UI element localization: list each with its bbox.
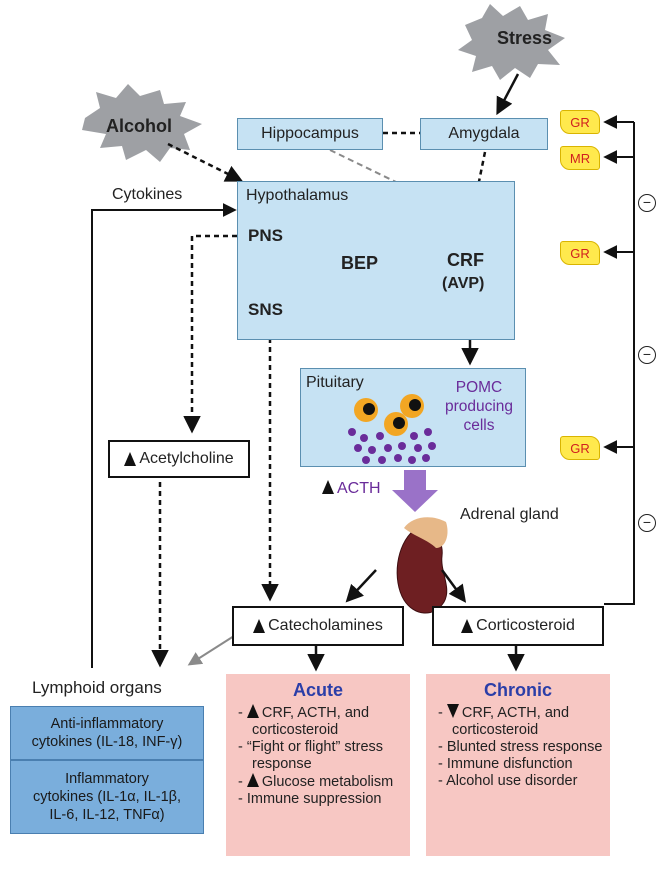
acute-item-2-text: “Fight or flight” stress response [246, 739, 384, 772]
anti-inflammatory-line-2: cytokines (IL-18, INF-γ) [31, 734, 183, 750]
arrow-adrenal-corticosteroid [440, 569, 467, 603]
alcohol-label: Alcohol [106, 116, 172, 136]
negative-feedback-sign-2: − [638, 346, 656, 364]
inflammatory-box: Inflammatory cytokines (IL-1α, IL-1β, IL… [10, 760, 204, 834]
arrow-catecholamines-lymphoid [187, 635, 235, 666]
hippocampus-label: Hippocampus [261, 125, 359, 142]
negative-feedback-sign-1: − [638, 194, 656, 212]
acute-item-1: - CRF, ACTH, and corticosteroid [238, 705, 370, 738]
feedback-line [604, 122, 635, 605]
corticosteroid-box: Corticosteroid [432, 606, 604, 646]
arrow-alcohol-hypothalamus [167, 142, 244, 182]
negative-feedback-sign-3: − [638, 514, 656, 532]
receptor-tag-gr-3: GR [560, 436, 600, 460]
corticosteroid-label: Corticosteroid [476, 617, 575, 634]
amygdala-box: Amygdala [420, 118, 548, 150]
receptor-tag-gr-1: GR [560, 110, 600, 134]
arrow-adrenal-catecholamines [345, 569, 377, 603]
pituitary-title: Pituitary [306, 374, 364, 391]
avp-label: (AVP) [442, 275, 485, 292]
acute-item-3: - Glucose metabolism [238, 774, 394, 790]
chronic-item-3: - Immune disfunction [438, 756, 573, 772]
anti-inflammatory-line-1: Anti-inflammatory [50, 716, 164, 732]
acth-text: ACTH [337, 480, 381, 497]
pomc-label: POMC producing cells [440, 378, 518, 435]
arrow-cytokines-hypothalamus [91, 203, 237, 668]
chronic-list: - CRF, ACTH, and corticosteroid - Blunte… [438, 704, 604, 790]
pomc-line-1: POMC [455, 379, 503, 396]
inflammatory-line-3: IL-6, IL-12, TNFα) [49, 807, 165, 823]
chronic-item-4: - Alcohol use disorder [438, 773, 578, 789]
receptor-tag-gr-2: GR [560, 241, 600, 265]
arrow-pns-acetylcholine [183, 234, 246, 434]
amygdala-label: Amygdala [448, 125, 520, 142]
chronic-item-1-text: CRF, ACTH, and corticosteroid [447, 705, 569, 738]
bep-label: BEP [341, 253, 379, 273]
arrow-stress-amygdala [496, 73, 520, 116]
hypothalamus-title: Hypothalamus [246, 187, 349, 204]
anti-inflammatory-box: Anti-inflammatory cytokines (IL-18, INF-… [10, 706, 204, 760]
chronic-item-2: - Blunted stress response [438, 739, 603, 755]
cytokines-label: Cytokines [112, 186, 183, 203]
acute-title: Acute [292, 680, 343, 700]
acute-item-1-text: CRF, ACTH, and corticosteroid [247, 705, 369, 738]
hippocampus-box: Hippocampus [237, 118, 383, 150]
chronic-item-4-text: Alcohol use disorder [446, 773, 578, 789]
receptor-tag-mr: MR [560, 146, 600, 170]
alcohol-burst [82, 84, 202, 162]
adrenal-gland-label: Adrenal gland [460, 506, 559, 523]
acute-list: - CRF, ACTH, and corticosteroid - “Fight… [238, 704, 404, 808]
adrenal-gland-cap [404, 517, 448, 548]
acute-item-4-text: Immune suppression [246, 791, 382, 807]
crf-label: CRF [447, 250, 484, 270]
inflammatory-line-2: cytokines (IL-1α, IL-1β, [32, 789, 182, 805]
pomc-line-3: cells [463, 417, 495, 434]
stress-label: Stress [497, 28, 553, 48]
acute-item-2: - “Fight or flight” stress response [238, 739, 384, 772]
acth-label: ACTH [322, 480, 381, 498]
hypothalamus-box [237, 181, 515, 340]
lymphoid-label: Lymphoid organs [32, 678, 162, 697]
acetylcholine-label: Acetylcholine [139, 450, 234, 467]
chronic-item-3-text: Immune disfunction [446, 756, 573, 772]
chronic-item-1: - CRF, ACTH, and corticosteroid [438, 705, 570, 738]
acute-item-3-text: Glucose metabolism [247, 774, 393, 790]
stress-burst [458, 4, 565, 80]
acute-item-4: - Immune suppression [238, 791, 382, 807]
acth-arrow [392, 470, 438, 512]
pns-label: PNS [248, 226, 283, 245]
acetylcholine-box: Acetylcholine [108, 440, 250, 478]
pomc-cells-illustration [348, 394, 436, 464]
inflammatory-line-1: Inflammatory [65, 771, 149, 787]
pomc-line-2: producing [444, 398, 514, 415]
catecholamines-box: Catecholamines [232, 606, 404, 646]
chronic-title: Chronic [483, 680, 552, 700]
chronic-item-2-text: Blunted stress response [446, 739, 603, 755]
sns-label: SNS [248, 300, 283, 319]
catecholamines-label: Catecholamines [268, 617, 383, 634]
